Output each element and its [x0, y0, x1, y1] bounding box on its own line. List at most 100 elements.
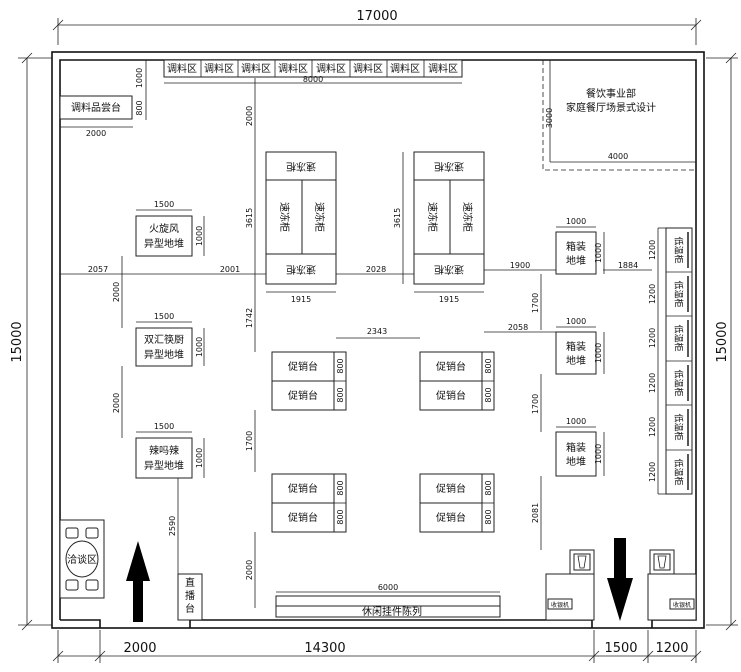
- crate-gap-bottom-dim: 2081: [531, 503, 540, 523]
- seasoning-cell: 调料区: [390, 62, 420, 75]
- promo-depth-dim: 800: [336, 387, 345, 402]
- pile-width-dim: 1500: [154, 422, 174, 431]
- freezer-gap-between-dim: 2028: [366, 265, 386, 274]
- live-broadcast-desk: 直 播 台: [177, 573, 203, 621]
- promo-label: 促销台: [288, 360, 318, 373]
- promo-depth-dim: 800: [484, 387, 493, 402]
- promo-label: 促销台: [288, 389, 318, 402]
- promo-depth-dim: 800: [484, 480, 493, 495]
- pile-height-dim: 1000: [195, 226, 204, 246]
- pile-gap-dim: 2000: [112, 282, 121, 302]
- promo-table-group-1: 促销台 促销台 800 800: [271, 351, 347, 411]
- freezer-label: 速冻柜: [286, 160, 316, 173]
- promo-label: 促销台: [436, 389, 466, 402]
- seasoning-cell: 调料区: [353, 62, 383, 75]
- promo-crate-gap-dim: 2058: [508, 323, 528, 332]
- seasoning-width-dim: 8000: [303, 75, 323, 84]
- promo-label: 促销台: [436, 360, 466, 373]
- special-pile-3: 辣吗辣 异型地堆 1500 1000 2590: [135, 422, 205, 574]
- cashier-label: 收银机: [673, 601, 691, 609]
- promo-depth-dim: 800: [336, 480, 345, 495]
- cabinet-size-dim: 1200: [648, 417, 657, 437]
- negotiation-label: 洽谈区: [67, 553, 97, 566]
- low-temp-label: 低温柜: [673, 236, 685, 263]
- right-dimension: 15000: [706, 52, 738, 631]
- seasoning-zone: 调料区 调料区 调料区 调料区 调料区 调料区 调料区 调料区 8000: [163, 59, 463, 84]
- cabinet-size-dim: 1200: [648, 240, 657, 260]
- bottom-dimension: 2000 14300 1500 1200: [52, 630, 702, 663]
- crate-line1: 箱装: [566, 441, 586, 454]
- crate-width-dim: 1000: [566, 317, 586, 326]
- seasoning-cell: 调料区: [167, 62, 197, 75]
- low-temp-label: 低温柜: [673, 324, 685, 351]
- pile-width-dim: 1500: [154, 200, 174, 209]
- pile-width-dim: 1500: [154, 312, 174, 321]
- entrance-arrow-icon: [126, 541, 150, 622]
- promo-depth-dim: 800: [484, 509, 493, 524]
- promo-gap-between-dim: 2343: [367, 327, 387, 336]
- crate-line2: 地堆: [566, 354, 586, 367]
- crate-gap-dim: 1884: [618, 261, 638, 270]
- exit-arrow-icon: [607, 538, 633, 621]
- freezer-island-left: 速冻柜 速冻柜 速冻柜 速冻柜 3615 1915: [245, 151, 337, 304]
- design-title-line2: 家庭餐厅场景式设计: [566, 101, 656, 114]
- promo-depth-dim: 800: [484, 358, 493, 373]
- freezer-label: 速冻柜: [426, 202, 439, 232]
- casual-display: 6000 休闲挂件陈列: [275, 583, 501, 618]
- promo-label: 促销台: [436, 511, 466, 524]
- aisle-dimensions: 2000 2057 2001 2028 1900 1884 1742 2343 …: [60, 78, 652, 608]
- seasoning-cell: 调料区: [204, 62, 234, 75]
- pile-name: 火旋风: [149, 222, 179, 235]
- tasting-counter-label: 调料品尝台: [71, 101, 121, 114]
- freezer-width-dim: 1915: [291, 295, 311, 304]
- crate-height-dim: 1000: [594, 444, 603, 464]
- low-temp-label: 低温柜: [673, 369, 685, 396]
- crate-line2: 地堆: [566, 455, 586, 468]
- live-desk-label-1: 直: [185, 576, 195, 589]
- pile-type: 异型地堆: [144, 348, 184, 361]
- promo-depth-dim: 800: [336, 358, 345, 373]
- design-title-zone: 餐饮事业部 家庭餐厅场景式设计 3000 4000: [542, 60, 696, 171]
- freezer-gap-top-dim: 2000: [245, 106, 254, 126]
- design-width-dim: 4000: [608, 152, 628, 161]
- promo-table-group-3: 促销台 促销台 800 800: [271, 473, 347, 533]
- right-total-dim: 15000: [715, 321, 730, 362]
- pile-type: 异型地堆: [144, 459, 184, 472]
- promo-table-group-2: 促销台 促销台 800 800: [419, 351, 495, 411]
- counter-depth-dim: 800: [135, 100, 144, 115]
- live-desk-label-2: 播: [185, 589, 195, 602]
- crate-pile-1: 箱装 地堆 1000 1000: [555, 217, 605, 275]
- freezer-gap-left-dim: 2001: [220, 265, 240, 274]
- casual-width-dim: 6000: [378, 583, 398, 592]
- freezer-label: 速冻柜: [286, 263, 316, 276]
- pile-height-dim: 1000: [195, 337, 204, 357]
- pile-height-dim: 1000: [195, 448, 204, 468]
- seasoning-cell: 调料区: [428, 62, 458, 75]
- low-temp-label: 低温柜: [673, 280, 685, 307]
- counter-width-dim: 2000: [86, 129, 106, 138]
- live-gap-dim: 2590: [168, 516, 177, 536]
- cashier-label: 收银机: [551, 601, 569, 609]
- tasting-counter: 调料品尝台 1000 800 2000: [59, 60, 147, 138]
- promo-label: 促销台: [436, 482, 466, 495]
- crate-width-dim: 1000: [566, 417, 586, 426]
- pile-name: 辣吗辣: [149, 444, 179, 457]
- design-title-line1: 餐饮事业部: [586, 87, 636, 100]
- casual-label: 休闲挂件陈列: [362, 605, 422, 618]
- promo-gap-middle-dim: 1700: [245, 431, 254, 451]
- promo-depth-dim: 800: [336, 509, 345, 524]
- freezer-island-right: 速冻柜 速冻柜 速冻柜 速冻柜 3615 1915: [393, 151, 485, 304]
- bottom-dim-corner: 1200: [655, 641, 688, 656]
- cashier-2: 收银机: [647, 549, 697, 621]
- design-height-dim: 3000: [545, 108, 554, 128]
- seasoning-cell: 调料区: [241, 62, 271, 75]
- freezer-label: 速冻柜: [278, 202, 291, 232]
- left-total-dim: 15000: [10, 321, 25, 362]
- cabinet-size-dim: 1200: [648, 373, 657, 393]
- counter-height-dim: 1000: [135, 68, 144, 88]
- special-pile-1: 火旋风 异型地堆 1500 1000: [135, 200, 205, 257]
- crate-line1: 箱装: [566, 240, 586, 253]
- top-dimension: 17000: [52, 9, 702, 45]
- crate-pile-2: 箱装 地堆 1000 1000: [555, 317, 605, 375]
